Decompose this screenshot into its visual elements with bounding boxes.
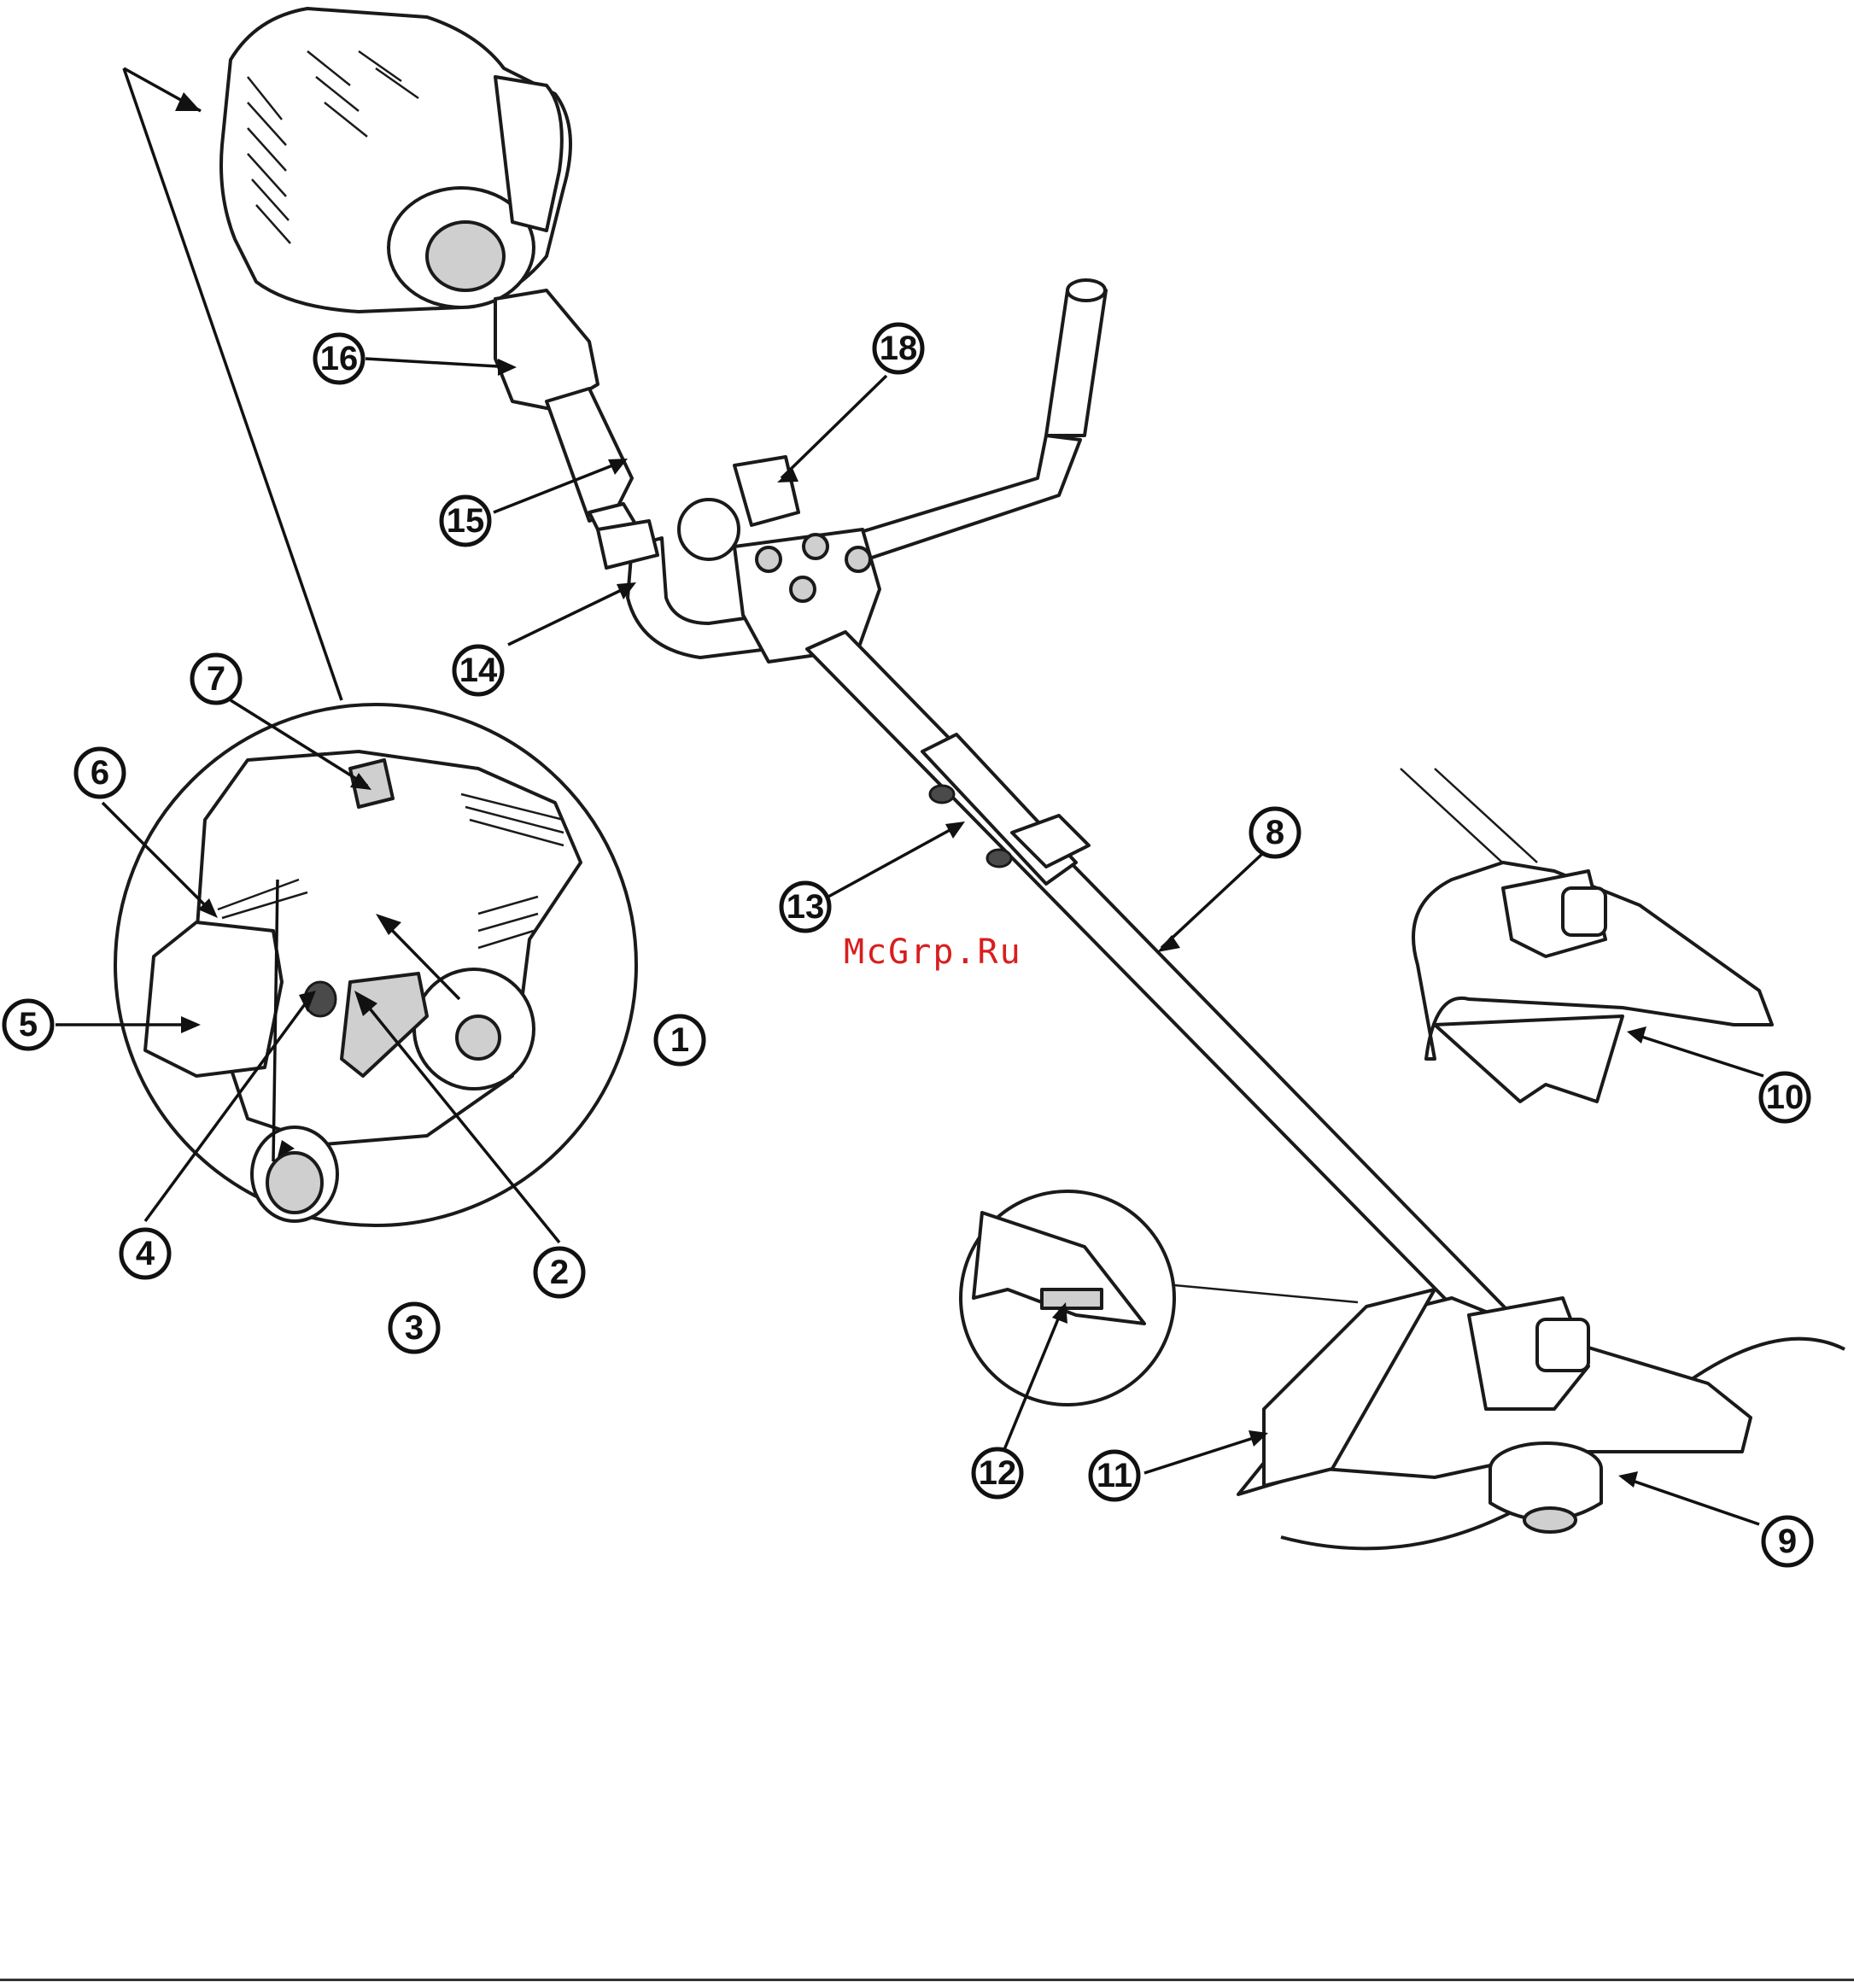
svg-text:12: 12 (979, 1454, 1017, 1492)
callout-14: 14 (454, 646, 502, 694)
callout-16: 16 (315, 335, 363, 383)
svg-text:9: 9 (1778, 1523, 1797, 1560)
svg-text:14: 14 (459, 652, 498, 689)
svg-text:4: 4 (136, 1235, 155, 1272)
callout-11: 11 (1091, 1452, 1138, 1500)
svg-text:10: 10 (1766, 1079, 1804, 1116)
blade-detail (1401, 769, 1772, 1102)
svg-text:15: 15 (447, 502, 485, 540)
engine-unit (221, 9, 598, 410)
svg-text:7: 7 (207, 660, 225, 698)
svg-text:5: 5 (19, 1006, 38, 1044)
watermark-text: McGrp.Ru (844, 933, 1022, 972)
callout-15: 15 (442, 497, 489, 545)
callout-6: 6 (76, 749, 124, 797)
svg-text:13: 13 (787, 888, 825, 926)
callout-9: 9 (1763, 1517, 1811, 1565)
callout-7: 7 (192, 655, 240, 703)
callout-10: 10 (1761, 1073, 1809, 1121)
svg-text:18: 18 (880, 330, 918, 367)
svg-text:6: 6 (91, 754, 109, 792)
callout-2: 2 (535, 1248, 583, 1296)
callout-8: 8 (1251, 809, 1299, 857)
callout-1: 1 (656, 1016, 704, 1064)
callout-4: 4 (121, 1230, 169, 1278)
callout-5: 5 (4, 1001, 52, 1049)
svg-text:16: 16 (320, 340, 359, 377)
callout-18: 18 (874, 325, 922, 372)
cutting-head-assembly (1238, 1289, 1845, 1548)
bicycle-handle (598, 280, 1106, 662)
svg-text:1: 1 (670, 1021, 689, 1059)
svg-text:11: 11 (1097, 1457, 1132, 1494)
callout-3: 3 (390, 1304, 438, 1352)
callout-12: 12 (974, 1449, 1021, 1497)
callout-13: 13 (781, 883, 829, 931)
page-bottom-rule (0, 1979, 1854, 1981)
svg-text:8: 8 (1266, 814, 1284, 851)
svg-text:2: 2 (550, 1254, 569, 1291)
svg-text:3: 3 (405, 1309, 424, 1347)
